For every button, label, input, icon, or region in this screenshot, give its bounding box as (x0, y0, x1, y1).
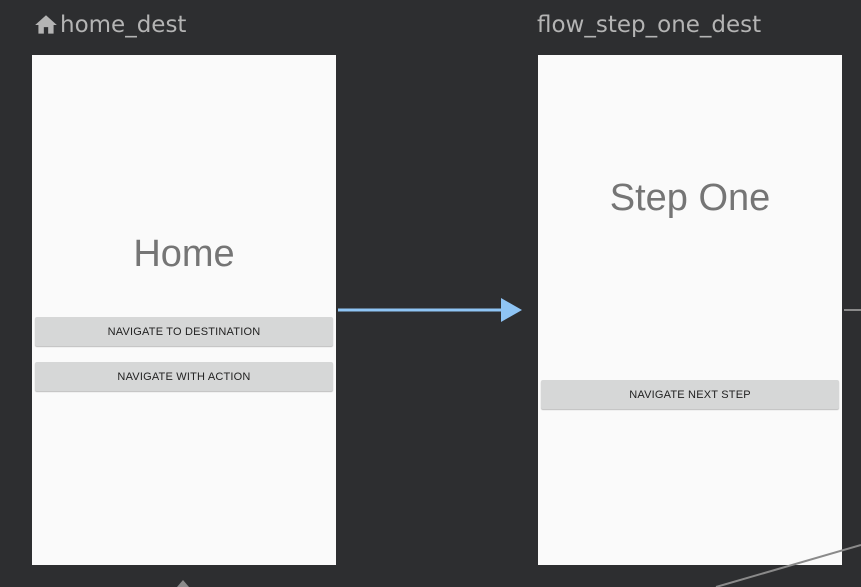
destination-label-flow-step-one[interactable]: flow_step_one_dest (537, 10, 761, 40)
connector-line (715, 544, 861, 587)
destination-frame-flow-step-one[interactable]: Step One NAVIGATE NEXT STEP (538, 55, 842, 565)
destination-frame-home[interactable]: Home NAVIGATE TO DESTINATION NAVIGATE WI… (32, 55, 336, 565)
destination-name: home_dest (60, 12, 187, 38)
navigate-next-step-button[interactable]: NAVIGATE NEXT STEP (541, 380, 839, 409)
navigate-with-action-button[interactable]: NAVIGATE WITH ACTION (35, 362, 333, 391)
home-icon (35, 15, 57, 34)
screen-title: Step One (609, 177, 771, 219)
destination-name: flow_step_one_dest (537, 12, 762, 38)
destination-label-home[interactable]: home_dest (32, 10, 186, 40)
connector-arrowhead (177, 580, 189, 587)
screen-title: Home (133, 233, 235, 275)
navigate-to-destination-button[interactable]: NAVIGATE TO DESTINATION (35, 317, 333, 346)
action-arrowhead (501, 298, 522, 322)
